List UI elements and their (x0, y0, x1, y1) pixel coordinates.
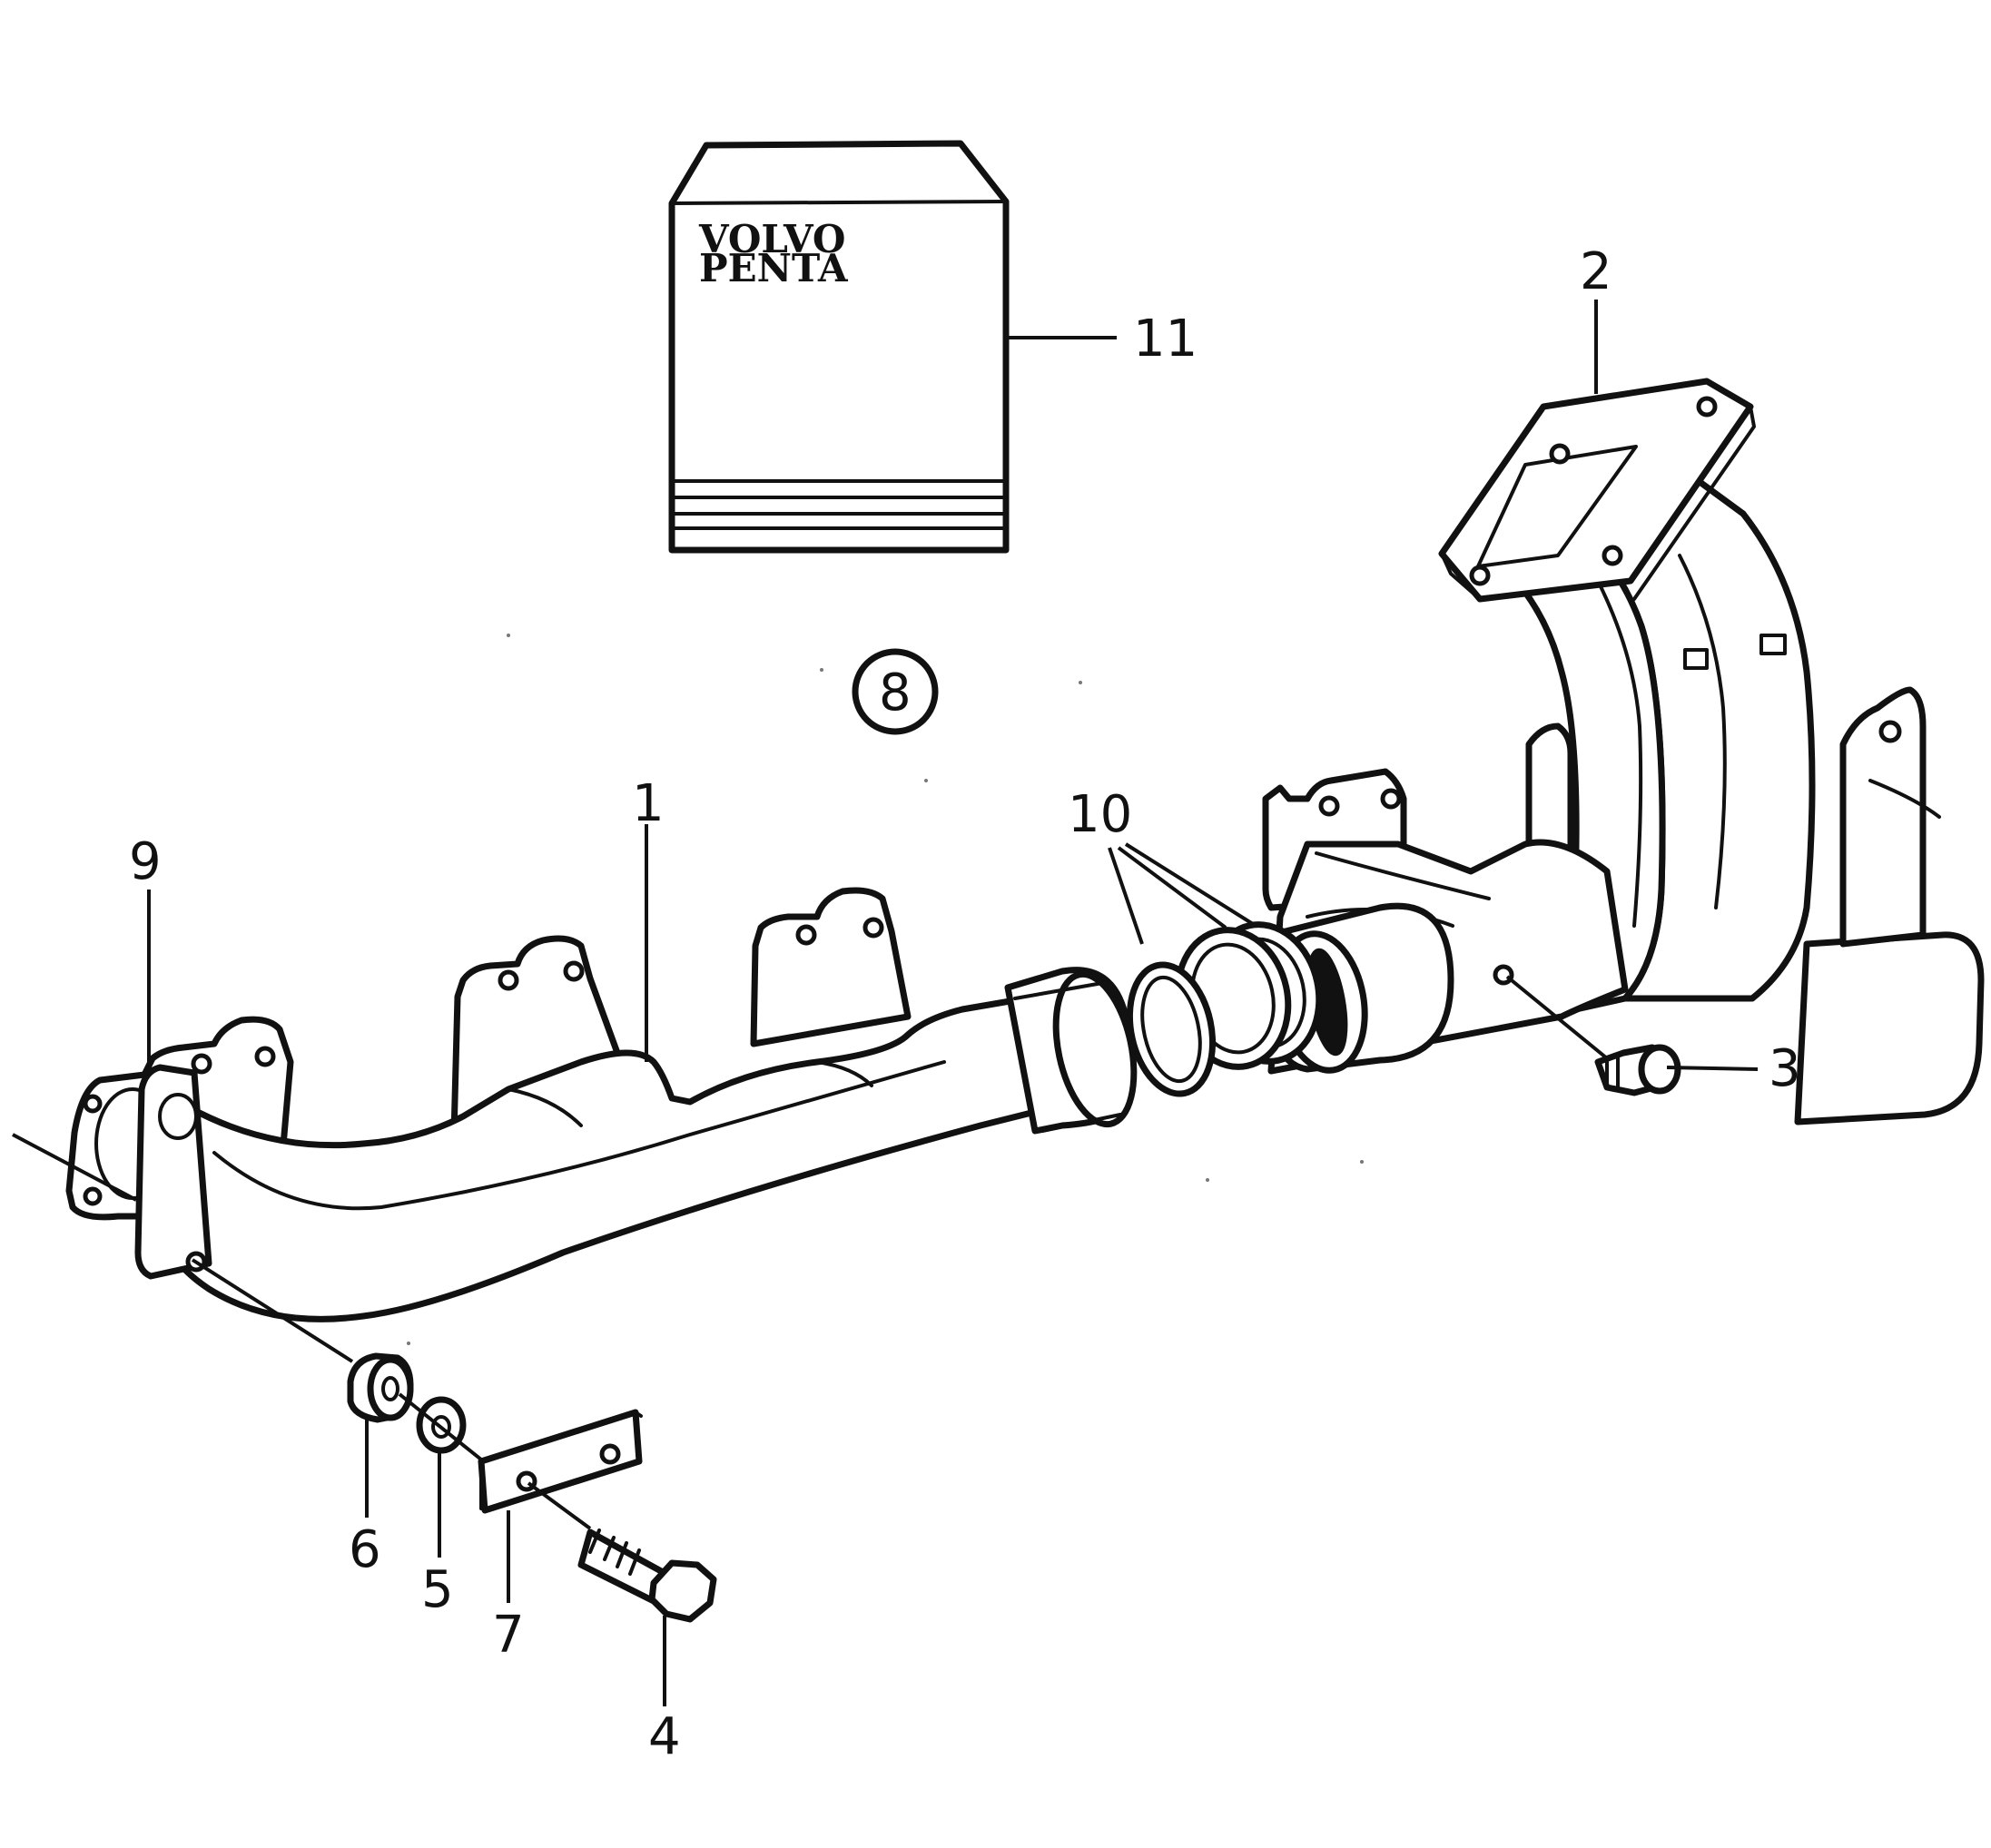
callout-9: 9 (129, 832, 162, 891)
callout-8: 8 (879, 664, 912, 722)
callout-11: 11 (1133, 310, 1198, 369)
callout-10: 10 (1068, 785, 1132, 844)
instruction-booklet: VOLVO PENTA (668, 140, 1010, 554)
exhaust-manifold (134, 887, 1138, 1322)
spacer-item-6 (347, 1352, 414, 1423)
callout-3: 3 (1769, 1039, 1801, 1098)
screw-item-4 (577, 1529, 717, 1623)
callout-1: 1 (632, 774, 665, 833)
callout-5: 5 (421, 1560, 454, 1619)
callout-labels: 11 2 8 1 10 9 3 6 5 7 4 (129, 242, 1801, 1766)
callout-7: 7 (492, 1606, 525, 1665)
callout-6: 6 (349, 1520, 381, 1579)
exhaust-elbow (1438, 378, 1985, 1126)
lock-plate-item-7 (478, 1409, 643, 1514)
volvo-penta-logo-line1: VOLVO (698, 217, 845, 261)
volvo-penta-logo-line2: PENTA (699, 246, 849, 290)
callout-4: 4 (648, 1707, 681, 1766)
leader-lines (12, 300, 1759, 1706)
callout-2: 2 (1580, 242, 1612, 301)
callout-8-circle (852, 648, 939, 735)
manifold-rear-section (1262, 722, 1629, 1075)
sealing-rings (1126, 921, 1323, 1097)
bolt-item-3 (1594, 1044, 1681, 1096)
washer-item-5 (416, 1396, 467, 1454)
